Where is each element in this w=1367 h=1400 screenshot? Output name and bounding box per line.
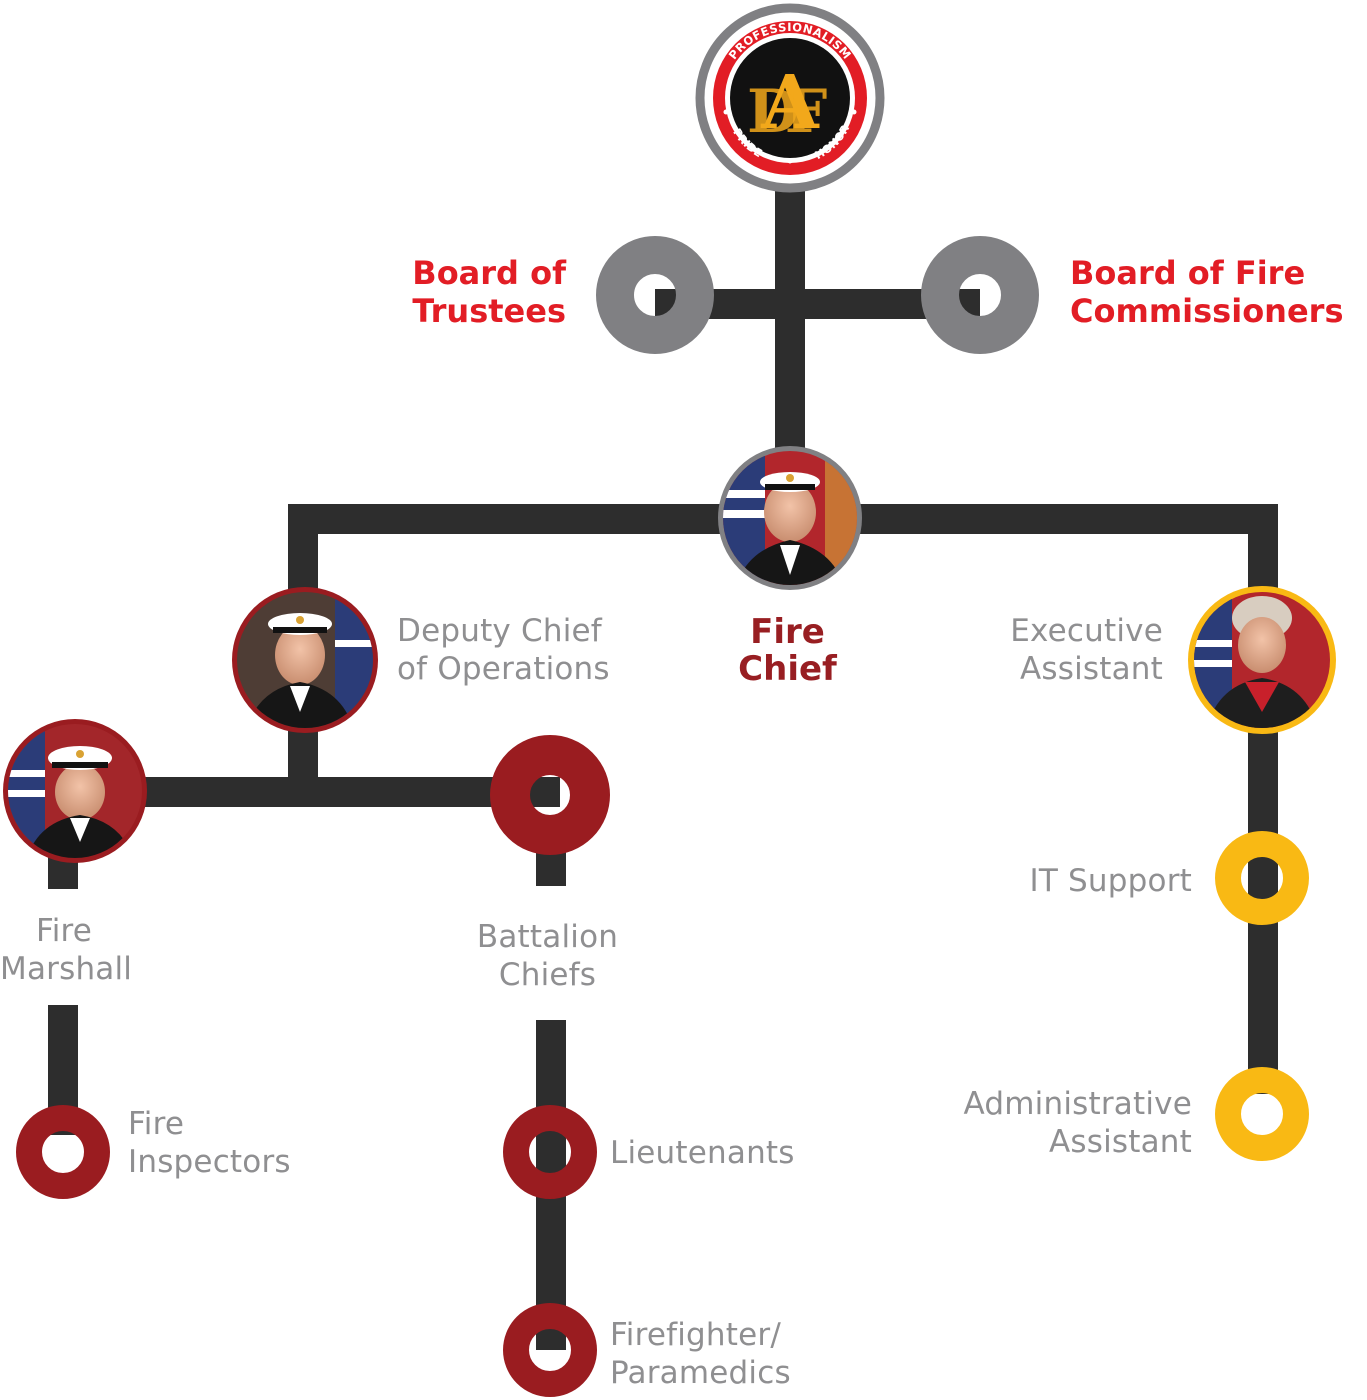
fire-chief-photo (718, 446, 862, 590)
deputy-chief-label: Deputy Chief of Operations (397, 613, 610, 687)
logo-monogram: A D F (747, 60, 827, 147)
executive-assistant-label: Executive Assistant (1010, 613, 1163, 687)
battalion-chiefs-node (490, 735, 610, 855)
lieutenants-node (503, 1105, 597, 1199)
fire-marshall-photo (3, 719, 147, 863)
fire-inspectors-node (16, 1105, 110, 1199)
firefighter-paramedics-node (503, 1303, 597, 1397)
administrative-assistant-label: Administrative Assistant (963, 1086, 1192, 1160)
svg-text:A: A (760, 60, 820, 146)
svg-text:D: D (747, 77, 799, 147)
svg-text:F: F (785, 77, 828, 147)
firefighter-paramedics-label: Firefighter/ Paramedics (610, 1317, 791, 1391)
fire-marshall-label: Fire Marshall (0, 913, 133, 987)
administrative-assistant-node (1215, 1067, 1309, 1161)
board-of-commissioners-label: Board of Fire Commissioners (1070, 254, 1344, 330)
department-logo: PROFESSIONALISM PRIDE HONOR A D F (695, 3, 885, 193)
it-support-label: IT Support (1029, 863, 1192, 899)
lieutenants-label: Lieutenants (610, 1135, 795, 1171)
executive-assistant-photo (1188, 586, 1336, 734)
fire-chief-label: Fire Chief (738, 612, 837, 689)
board-of-trustees-label: Board of Trustees (412, 254, 566, 330)
connector-line (775, 190, 805, 460)
board-of-trustees-node (596, 236, 714, 354)
fire-inspectors-label: Fire Inspectors (128, 1106, 291, 1180)
battalion-chiefs-label: Battalion Chiefs (476, 919, 619, 993)
board-of-commissioners-node (921, 236, 1039, 354)
deputy-chief-photo (232, 587, 378, 733)
it-support-node (1215, 831, 1309, 925)
